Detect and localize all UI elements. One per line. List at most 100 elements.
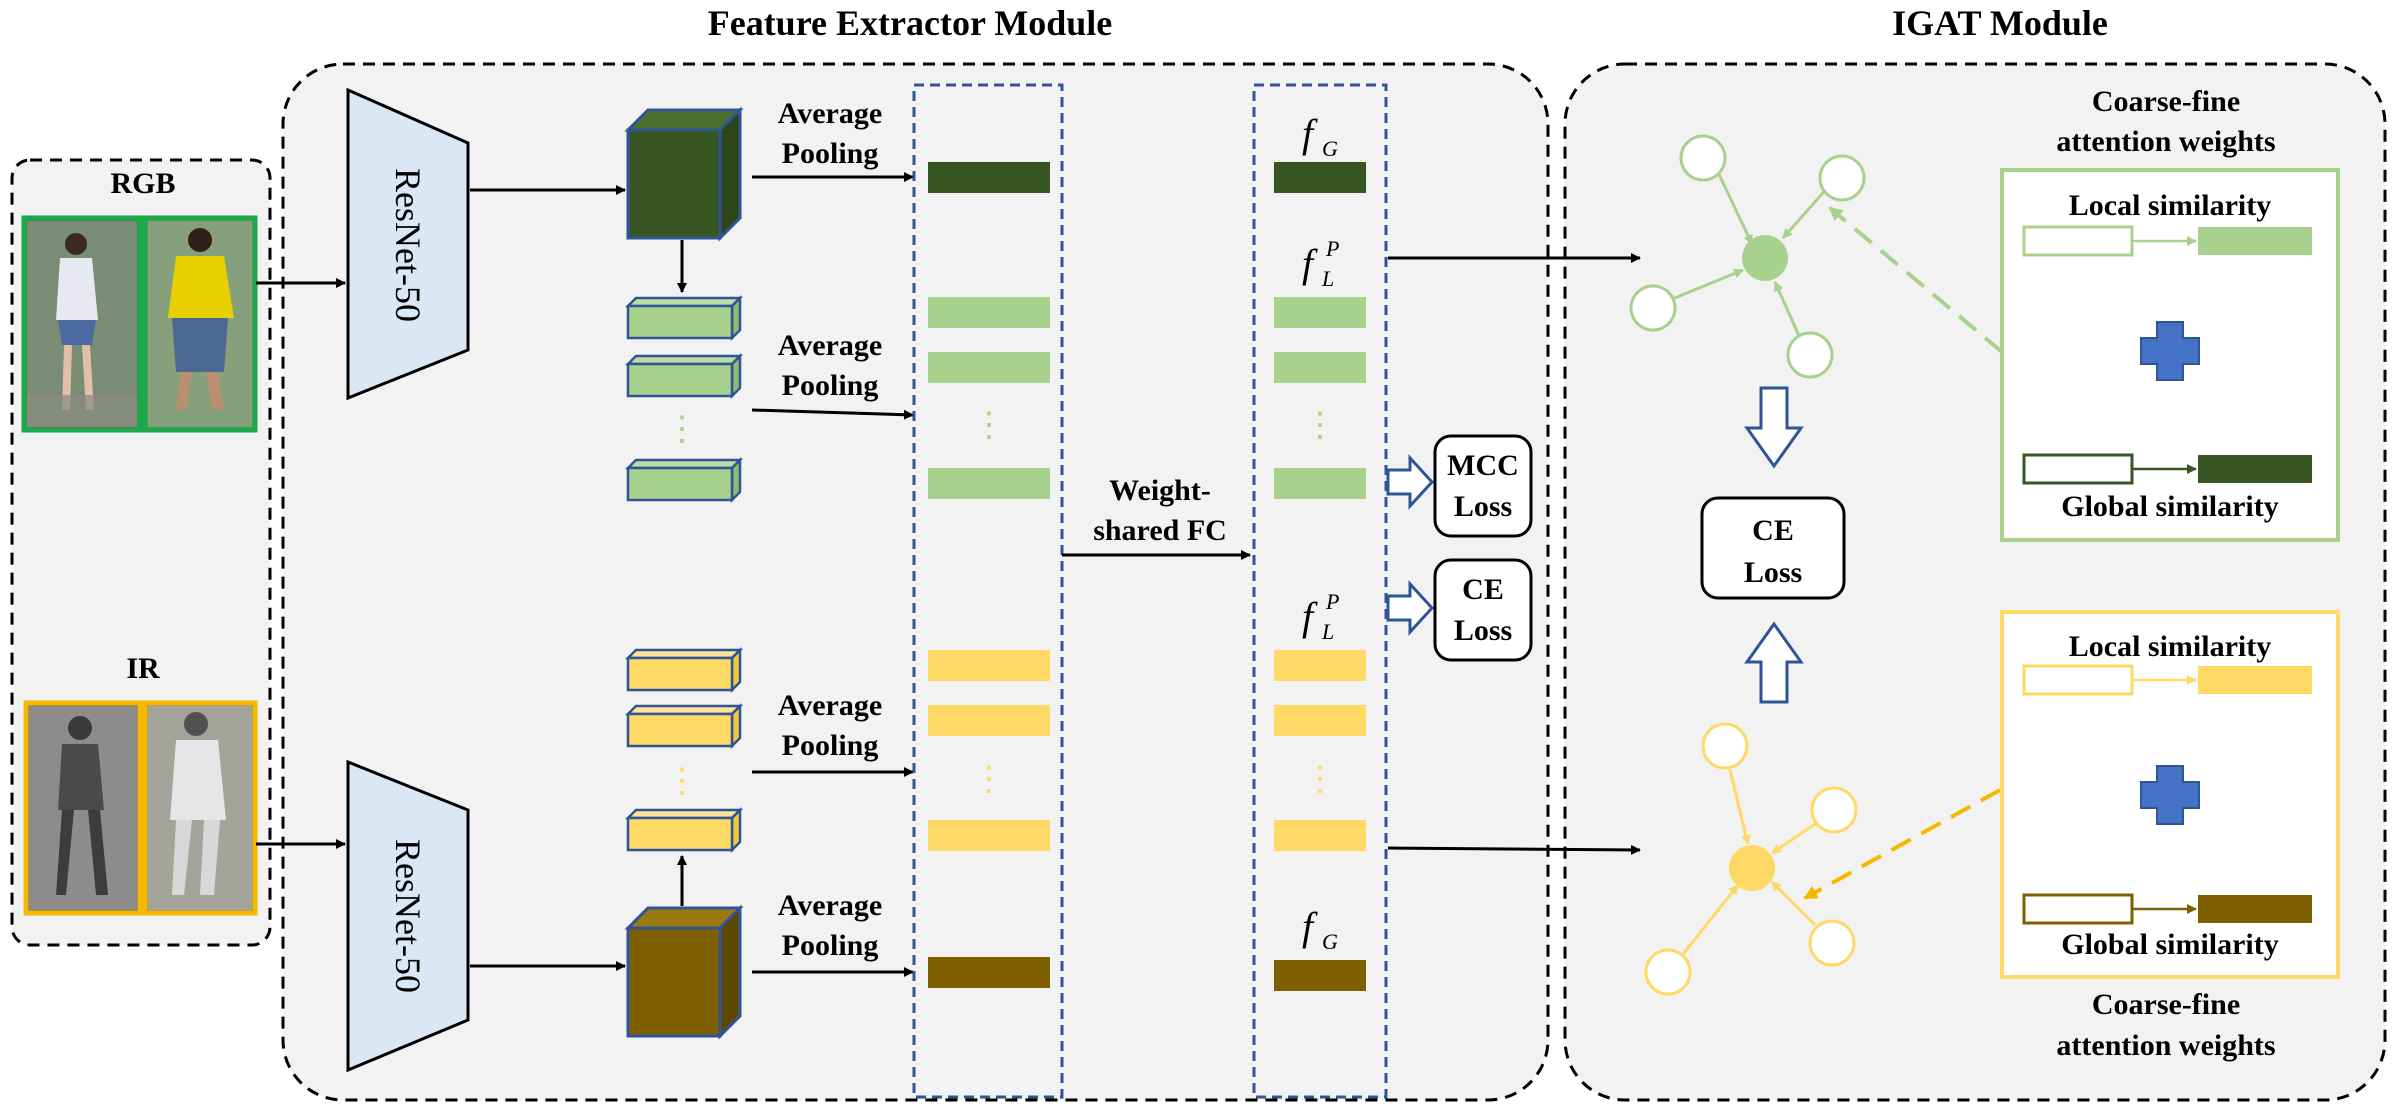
pooled-part-ir [928, 820, 1050, 851]
pooled-part-ir [928, 650, 1050, 681]
global-similarity-input [2022, 453, 2134, 485]
resnet-top: ResNet-50 [346, 87, 470, 401]
graph-neighbor-node [1818, 154, 1866, 202]
pooled-part-rgb [928, 297, 1050, 328]
resnet-top-label: ResNet-50 [388, 168, 428, 322]
embedded-rgb-ellipsis: ⋮ [1303, 407, 1337, 444]
svg-text:Loss: Loss [1454, 614, 1512, 647]
graph-neighbor-node [1701, 722, 1749, 770]
local-similarity-output [2198, 227, 2312, 255]
graph-neighbor-node [1786, 331, 1834, 379]
ir-global-feature-cube [624, 904, 744, 1040]
local-similarity-output [2198, 666, 2312, 694]
rgb-image-2 [142, 215, 258, 433]
avg-pooling-arrow [751, 408, 914, 420]
embedded-feature-column: f G f P L ⋮ f P L ⋮ f G [1252, 83, 1388, 1099]
avg-pooling-label: Pooling [782, 729, 879, 762]
coarse-fine-title-top: Coarse-fine [2092, 85, 2240, 118]
rgb-image-1 [21, 215, 143, 433]
avg-pooling-label: Average [778, 329, 882, 362]
avg-pooling-1: Average Pooling [752, 97, 914, 182]
global-similarity-label: Global similarity [2061, 928, 2279, 961]
local-similarity-label: Local similarity [2069, 630, 2271, 663]
mcc-loss-arrow [1386, 454, 1435, 510]
ce-loss-arrow [1386, 580, 1435, 636]
igat-ce-down-arrow [1744, 386, 1804, 469]
rgb-part-slice [624, 352, 744, 400]
rgb-attention-dashed-arrow [1828, 206, 2004, 354]
ce-loss-box: CE Loss [1433, 558, 1533, 662]
rgb-global-feature-cube [624, 106, 744, 242]
pooled-part-rgb [928, 468, 1050, 499]
ir-image-1 [23, 700, 143, 916]
coarse-fine-title-top: attention weights [2056, 125, 2275, 158]
global-similarity-output [2198, 455, 2312, 483]
graph-neighbor-node [1644, 948, 1692, 996]
ir-part-slice [624, 806, 744, 854]
graph-center-node [1742, 235, 1788, 281]
igat-title: IGAT Module [1892, 3, 2108, 43]
svg-text:CE: CE [1752, 514, 1794, 547]
graph-neighbor-node [1808, 919, 1856, 967]
pooled-ir-ellipsis: ⋮ [972, 761, 1006, 798]
svg-text:P: P [1325, 589, 1339, 614]
pooled-part-ir [928, 705, 1050, 736]
graph-neighbor-node [1810, 786, 1858, 834]
avg-pooling-4: Average Pooling [752, 889, 914, 977]
embedded-global-ir [1274, 960, 1366, 991]
plus-icon [2140, 321, 2200, 381]
svg-text:L: L [1321, 266, 1334, 291]
svg-text:Loss: Loss [1454, 490, 1512, 523]
weight-shared-fc-label: Weight- [1109, 474, 1211, 507]
ir-part-slice [624, 646, 744, 694]
svg-text:L: L [1321, 619, 1334, 644]
svg-text:Loss: Loss [1744, 556, 1802, 589]
avg-pooling-label: Pooling [782, 369, 879, 402]
embedded-global-rgb [1274, 162, 1366, 193]
weight-shared-fc-label: shared FC [1093, 514, 1227, 547]
resnet-bottom-label: ResNet-50 [388, 839, 428, 993]
avg-pooling-label: Average [778, 889, 882, 922]
coarse-fine-title-bottom: attention weights [2056, 1029, 2275, 1062]
graph-center-node [1729, 845, 1775, 891]
graph-neighbor-node [1629, 284, 1677, 332]
embedded-part-rgb [1274, 297, 1366, 328]
rgb-part-slice [624, 294, 744, 342]
pooled-global-ir [928, 957, 1050, 988]
ir-attention-dashed-arrow [1803, 788, 2001, 900]
svg-text:P: P [1325, 236, 1339, 261]
ir-part-features: ⋮ [624, 646, 744, 854]
mcc-loss-box: MCC Loss [1433, 434, 1533, 538]
embedded-part-rgb [1274, 468, 1366, 499]
igat-ce-loss-box: CE Loss [1700, 496, 1846, 600]
feature-extractor-title: Feature Extractor Module [708, 3, 1113, 43]
rgb-label: RGB [110, 167, 175, 200]
local-similarity-input [2022, 225, 2134, 257]
pooled-rgb-ellipsis: ⋮ [972, 407, 1006, 444]
rgb-graph [1629, 134, 1866, 379]
svg-text:G: G [1322, 929, 1338, 954]
ir-parts-ellipsis: ⋮ [665, 763, 699, 800]
local-similarity-input [2022, 664, 2134, 696]
avg-pooling-2: Average Pooling [751, 329, 914, 420]
ir-image-2 [142, 700, 258, 916]
graph-neighbor-node [1679, 134, 1727, 182]
embedded-part-ir [1274, 650, 1366, 681]
coarse-fine-title-bottom: Coarse-fine [2092, 988, 2240, 1021]
svg-text:MCC: MCC [1447, 449, 1519, 482]
embedded-part-ir [1274, 820, 1366, 851]
pooled-feature-column: ⋮ ⋮ [912, 83, 1064, 1099]
embedded-part-ir [1274, 705, 1366, 736]
ir-graph [1644, 722, 1858, 996]
embedded-part-rgb [1274, 352, 1366, 383]
global-similarity-output [2198, 895, 2312, 923]
rgb-attention-weights-box: Local similarity Global similarity [2000, 168, 2340, 542]
rgb-part-slice [624, 456, 744, 504]
avg-pooling-label: Average [778, 97, 882, 130]
global-similarity-label: Global similarity [2061, 490, 2279, 523]
ir-features-to-igat-arrow [1387, 844, 1641, 855]
svg-text:G: G [1322, 136, 1338, 161]
ir-part-slice [624, 702, 744, 750]
ir-label: IR [126, 652, 160, 685]
